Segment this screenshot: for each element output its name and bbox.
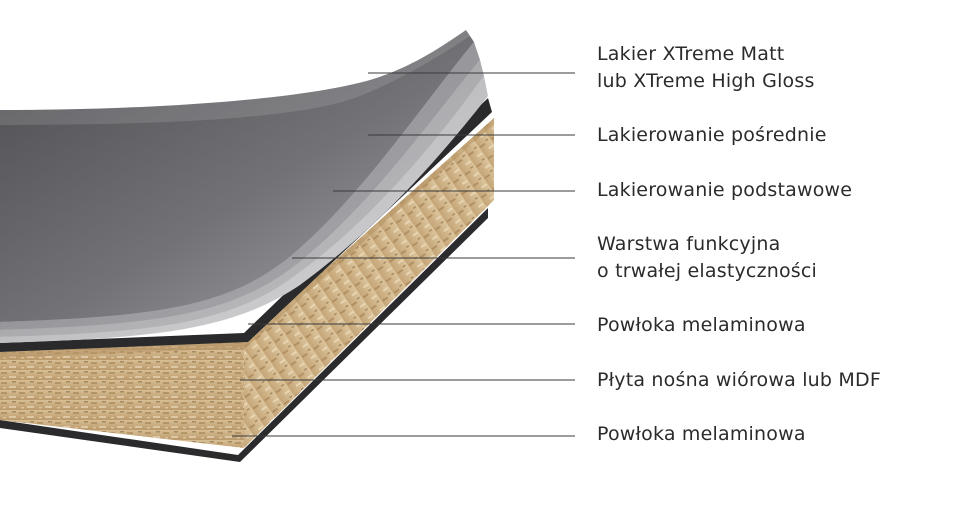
label-topcoat-line-2: lub XTreme High Gloss [597, 70, 815, 92]
label-intermediate-line-1: Lakierowanie pośrednie [597, 124, 827, 146]
core-board-side [244, 118, 494, 448]
label-topcoat: Lakier XTreme Matt lub XTreme High Gloss [597, 41, 815, 95]
label-core-line-1: Płyta nośna wiórowa lub MDF [597, 369, 881, 391]
label-melamine-bottom: Powłoka melaminowa [597, 421, 806, 448]
label-topcoat-line-1: Lakier XTreme Matt [597, 43, 785, 65]
label-core: Płyta nośna wiórowa lub MDF [597, 367, 881, 394]
topcoat-sheen [0, 30, 470, 125]
label-melamine-bottom-line-1: Powłoka melaminowa [597, 423, 806, 445]
label-functional-line-2: o trwałej elastyczności [597, 260, 818, 282]
label-functional-line-1: Warstwa funkcyjna [597, 233, 781, 255]
topcoat-lacquer-layer [0, 30, 474, 322]
label-base-line-1: Lakierowanie podstawowe [597, 179, 853, 201]
label-melamine-top-line-1: Powłoka melaminowa [597, 314, 806, 336]
label-functional: Warstwa funkcyjna o trwałej elastycznośc… [597, 231, 817, 285]
core-board-front [0, 342, 244, 448]
label-base: Lakierowanie podstawowe [597, 177, 852, 204]
label-melamine-top: Powłoka melaminowa [597, 312, 806, 339]
label-intermediate: Lakierowanie pośrednie [597, 122, 827, 149]
